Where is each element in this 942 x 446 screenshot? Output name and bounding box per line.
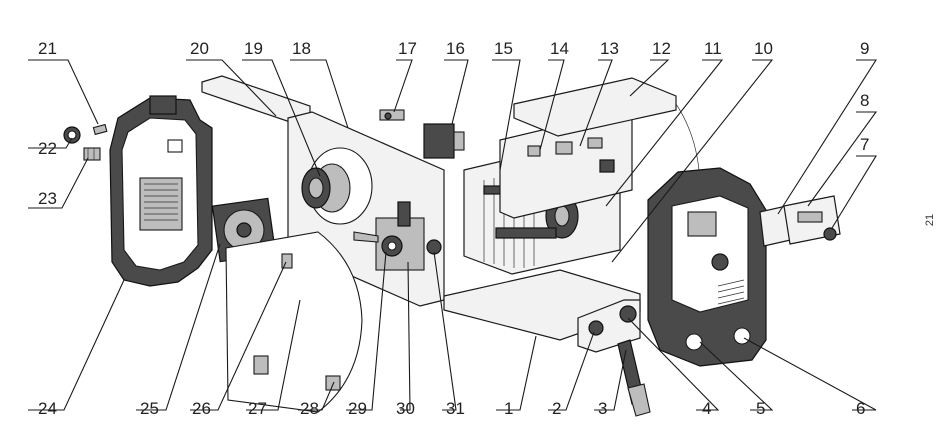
label-2: 2 <box>552 399 561 418</box>
base-chassis <box>443 269 641 353</box>
label-27: 27 <box>248 399 267 418</box>
label-20: 20 <box>190 39 209 58</box>
label-10: 10 <box>754 39 773 58</box>
label-22: 22 <box>38 139 57 158</box>
label-30: 30 <box>396 399 415 418</box>
label-18: 18 <box>292 39 311 58</box>
label-12: 12 <box>652 39 671 58</box>
label-5: 5 <box>756 399 765 418</box>
label-1: 1 <box>504 399 513 418</box>
side-cover <box>225 231 363 413</box>
label-25: 25 <box>140 399 159 418</box>
label-19: 19 <box>244 39 263 58</box>
label-8: 8 <box>860 91 869 110</box>
leader-lines <box>28 59 878 411</box>
label-24: 24 <box>38 399 57 418</box>
label-28: 28 <box>300 399 319 418</box>
part-drawings <box>63 75 841 417</box>
gas-fittings <box>63 123 108 161</box>
front-panel <box>647 167 767 367</box>
label-4: 4 <box>702 399 711 418</box>
label-6: 6 <box>856 399 865 418</box>
torch-connector <box>617 339 651 417</box>
label-13: 13 <box>600 39 619 58</box>
relay-parts <box>379 109 465 159</box>
label-9: 9 <box>860 39 869 58</box>
label-21: 21 <box>38 39 57 58</box>
rear-panel <box>109 95 213 287</box>
label-31: 31 <box>446 399 465 418</box>
display-boards <box>759 195 841 247</box>
page-number: 21 <box>923 213 936 227</box>
label-7: 7 <box>860 135 869 154</box>
label-3: 3 <box>598 399 607 418</box>
label-14: 14 <box>550 39 569 58</box>
label-16: 16 <box>446 39 465 58</box>
label-29: 29 <box>348 399 367 418</box>
top-rail <box>201 75 311 123</box>
label-17: 17 <box>398 39 417 58</box>
label-11: 11 <box>704 39 722 58</box>
label-23: 23 <box>38 189 57 208</box>
part-labels: 21 20 19 18 17 16 15 14 13 12 11 10 9 8 … <box>38 39 869 418</box>
label-26: 26 <box>192 399 211 418</box>
label-15: 15 <box>494 39 513 58</box>
control-board <box>499 111 633 219</box>
wire-feeder <box>353 201 442 271</box>
